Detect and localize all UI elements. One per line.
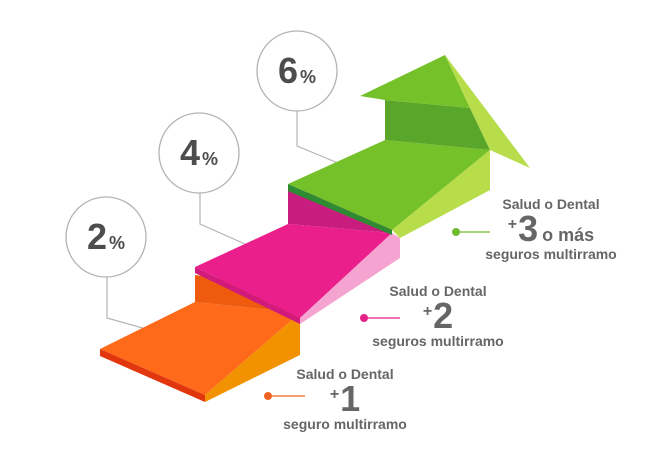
- green-arrow-head-side: [445, 55, 530, 168]
- percent-label-2: 4%: [159, 113, 239, 193]
- tier-2-dot: [360, 314, 368, 322]
- tier-3-top: Salud o Dental: [502, 196, 600, 212]
- tier-1-count: +1: [280, 381, 410, 417]
- pink-step-left: [195, 267, 300, 324]
- green-arrow-shaft: [385, 100, 490, 150]
- percent-label-3: 6%: [257, 31, 337, 111]
- pink-step-top: [195, 224, 392, 318]
- tier-1-top: Salud o Dental: [296, 366, 394, 382]
- tier-1-label: Salud o Dental +1 seguro multirramo: [280, 366, 410, 432]
- percent-value: 4: [179, 132, 200, 173]
- leader-line-2: [199, 191, 246, 245]
- tier-1-bottom: seguro multirramo: [283, 416, 407, 432]
- tier-2-number: 2: [433, 295, 454, 336]
- tier-1-plus: +: [329, 386, 340, 403]
- tier-3-bottom: seguros multirramo: [485, 246, 617, 262]
- percent-sign: %: [202, 149, 219, 169]
- green-arrow-head-top: [360, 55, 470, 108]
- percent-circle-3: [256, 30, 338, 112]
- tier-2-count: +2: [368, 298, 508, 334]
- leader-line-3: [296, 111, 339, 164]
- tier-1-number: 1: [340, 378, 361, 419]
- leader-line-1: [106, 262, 154, 332]
- tier-3-number: 3: [518, 208, 539, 249]
- green-step-edge: [288, 184, 392, 235]
- tier-2-plus: +: [422, 303, 433, 320]
- percent-sign: %: [109, 233, 126, 253]
- percent-sign: %: [300, 67, 317, 87]
- orange-step-front: [205, 313, 300, 402]
- tier-2-bottom: seguros multirramo: [372, 333, 504, 349]
- percent-circle-2: [158, 112, 240, 194]
- orange-step-top: [100, 302, 300, 395]
- orange-step-left: [100, 349, 205, 402]
- green-step-front: [392, 150, 490, 238]
- percent-label-1: 2%: [66, 197, 146, 277]
- tier-2-top: Salud o Dental: [389, 283, 487, 299]
- tier-2-label: Salud o Dental +2 seguros multirramo: [368, 283, 508, 349]
- percent-value: 6: [277, 50, 298, 91]
- tier-3-plus: +: [507, 216, 518, 233]
- tier-3-dot: [452, 228, 460, 236]
- pink-step-front: [300, 233, 400, 324]
- tier-3-suffix: o más: [542, 225, 595, 245]
- percent-circle-1: [65, 196, 147, 278]
- green-step-top: [288, 140, 490, 230]
- percent-value: 2: [86, 216, 107, 257]
- tier-1-dot: [264, 392, 272, 400]
